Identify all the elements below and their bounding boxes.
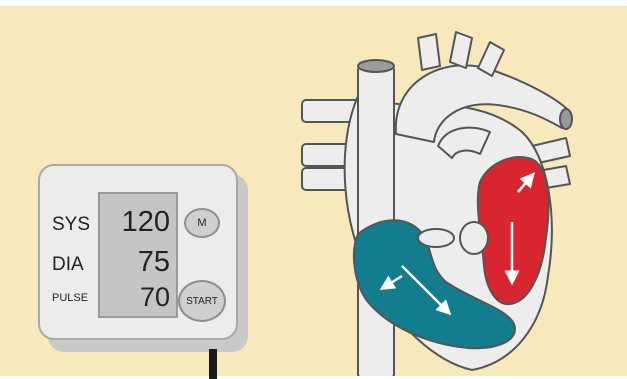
dia-label: DIA	[52, 254, 84, 276]
monitor-body: SYS DIA PULSE 120 75 70 M START	[38, 164, 238, 340]
pulse-label: PULSE	[52, 292, 88, 304]
pulmonary-valve	[418, 229, 454, 247]
monitor-display: 120 75 70	[98, 192, 178, 318]
sys-label: SYS	[52, 214, 90, 236]
mitral-valve	[460, 222, 488, 254]
illustration-background: SYS DIA PULSE 120 75 70 M START	[0, 6, 627, 376]
artery-branch-2	[450, 32, 472, 68]
heart-diagram	[296, 26, 586, 376]
sys-reading: 120	[122, 206, 170, 239]
pulse-reading: 70	[140, 282, 170, 313]
vena-cava-opening	[358, 60, 394, 72]
memory-button[interactable]: M	[184, 208, 220, 238]
artery-branch-3	[478, 42, 504, 76]
blood-pressure-monitor: SYS DIA PULSE 120 75 70 M START	[38, 164, 243, 349]
dia-reading: 75	[138, 246, 170, 279]
aorta-opening	[560, 109, 572, 129]
artery-branch-1	[418, 34, 440, 70]
start-button[interactable]: START	[178, 280, 226, 322]
monitor-cable	[209, 349, 217, 379]
